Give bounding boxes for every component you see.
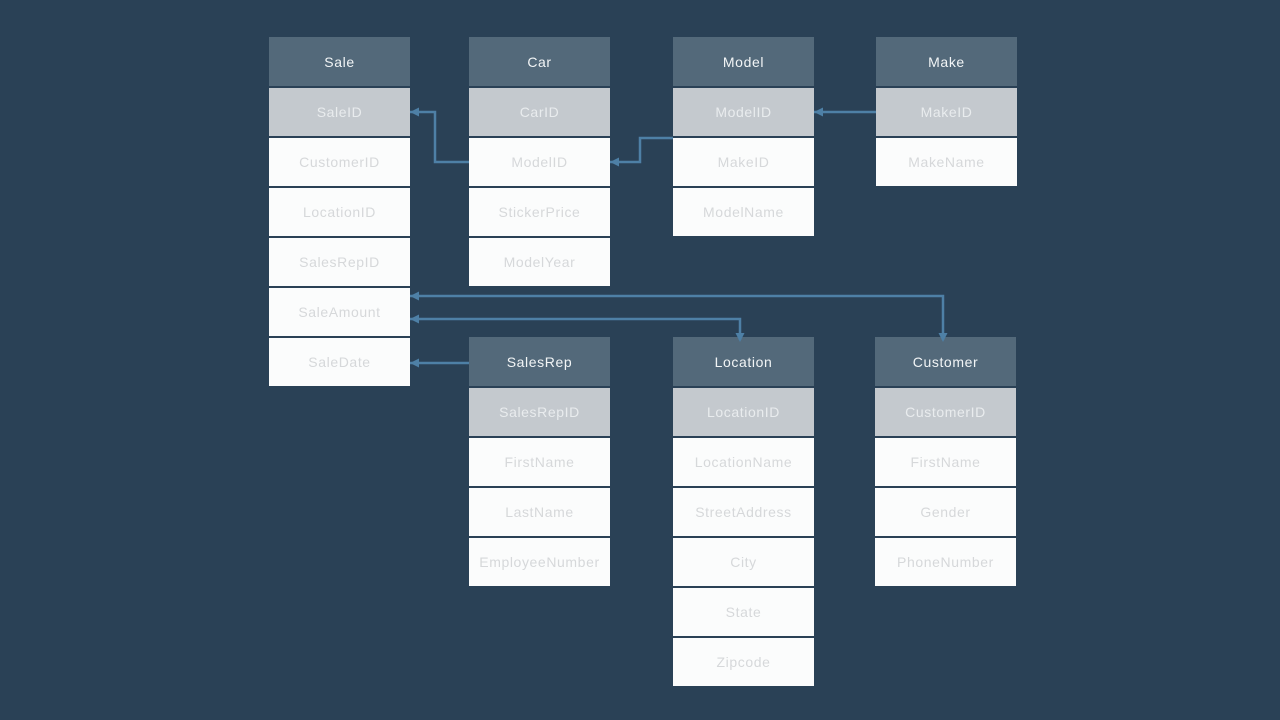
table-sale-title: Sale (269, 37, 410, 86)
table-car-primary-key: CarID (469, 88, 610, 136)
table-model-field-modelname: ModelName (673, 188, 814, 236)
table-model-title: Model (673, 37, 814, 86)
table-salesrep-primary-key: SalesRepID (469, 388, 610, 436)
table-sale-field-saledate: SaleDate (269, 338, 410, 386)
table-make-field-makename: MakeName (876, 138, 1017, 186)
table-customer-field-phonenumber: PhoneNumber (875, 538, 1016, 586)
table-location-field-city: City (673, 538, 814, 586)
table-customer-primary-key: CustomerID (875, 388, 1016, 436)
table-salesrep-field-lastname: LastName (469, 488, 610, 536)
table-location-field-state: State (673, 588, 814, 636)
table-location-field-locationname: LocationName (673, 438, 814, 486)
table-sale-field-saleamount: SaleAmount (269, 288, 410, 336)
table-make-title: Make (876, 37, 1017, 86)
table-customer-field-gender: Gender (875, 488, 1016, 536)
table-location-title: Location (673, 337, 814, 386)
table-car-field-stickerprice: StickerPrice (469, 188, 610, 236)
table-location-primary-key: LocationID (673, 388, 814, 436)
table-salesrep-field-firstname: FirstName (469, 438, 610, 486)
table-customer-title: Customer (875, 337, 1016, 386)
table-salesrep-title: SalesRep (469, 337, 610, 386)
table-car-field-modelyear: ModelYear (469, 238, 610, 286)
table-salesrep-field-employeenumber: EmployeeNumber (469, 538, 610, 586)
table-sale-field-locationid: LocationID (269, 188, 410, 236)
table-model-field-makeid: MakeID (673, 138, 814, 186)
table-location-field-zipcode: Zipcode (673, 638, 814, 686)
table-model-primary-key: ModelID (673, 88, 814, 136)
table-make-primary-key: MakeID (876, 88, 1017, 136)
table-location-field-streetaddress: StreetAddress (673, 488, 814, 536)
table-car-field-modelid: ModelID (469, 138, 610, 186)
table-sale-field-customerid: CustomerID (269, 138, 410, 186)
table-car-title: Car (469, 37, 610, 86)
table-sale-primary-key: SaleID (269, 88, 410, 136)
table-sale-field-salesrepid: SalesRepID (269, 238, 410, 286)
table-customer-field-firstname: FirstName (875, 438, 1016, 486)
